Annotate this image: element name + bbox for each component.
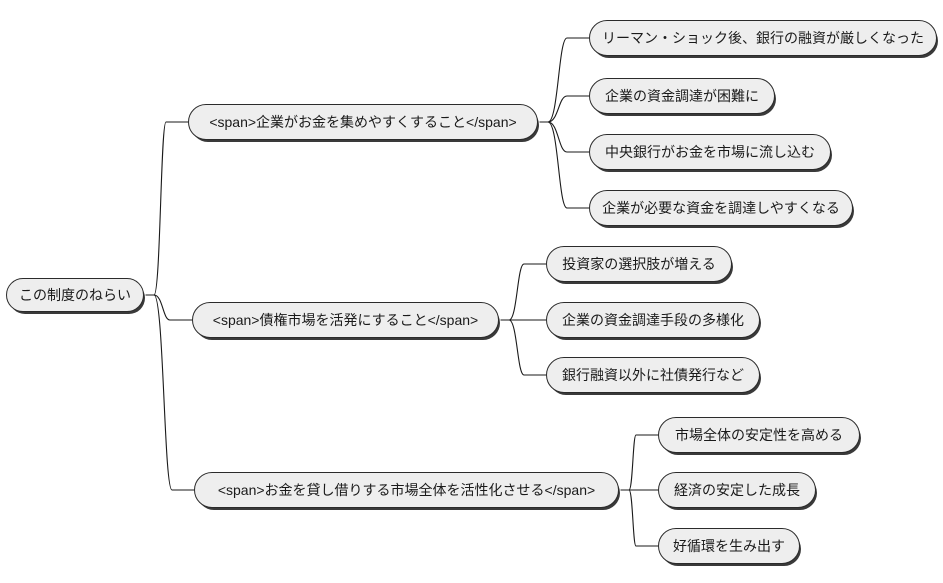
node-label: 中央銀行がお金を市場に流し込む [605,144,815,160]
node-label: リーマン・ショック後、銀行の融資が厳しくなった [602,30,924,46]
edge-branch-1-to-leaf-3 [539,121,590,153]
mindmap-leaf-node-1-1[interactable]: リーマン・ショック後、銀行の融資が厳しくなった [589,20,937,56]
node-label: 企業の資金調達手段の多様化 [562,312,744,328]
mindmap-branch-node-3[interactable]: <span>お金を貸し借りする市場全体を活性化させる</span> [194,472,619,508]
mindmap-leaf-node-2-2[interactable]: 企業の資金調達手段の多様化 [546,302,760,338]
mindmap-leaf-node-2-1[interactable]: 投資家の選択肢が増える [546,246,732,282]
mindmap-leaf-node-3-2[interactable]: 経済の安定した成長 [658,472,816,508]
edge-root-to-branch-2 [145,294,193,321]
edge-branch-3-to-leaf-1 [620,434,659,491]
node-label: 企業の資金調達が困難に [605,88,759,104]
edge-branch-1-to-leaf-1 [539,37,590,123]
node-label: 好循環を生み出す [673,538,785,554]
node-label: 市場全体の安定性を高める [675,427,843,443]
edge-branch-3-to-leaf-3 [620,489,659,547]
mindmap-branch-node-2[interactable]: <span>債権市場を活発にすること</span> [192,302,499,338]
node-label: 企業が必要な資金を調達しやすくなる [602,200,840,216]
mindmap-leaf-node-1-3[interactable]: 中央銀行がお金を市場に流し込む [589,134,831,170]
mindmap-leaf-node-3-3[interactable]: 好循環を生み出す [658,528,800,564]
node-label: <span>お金を貸し借りする市場全体を活性化させる</span> [217,482,596,498]
mindmap-root-node[interactable]: この制度のねらい [6,278,144,312]
mindmap-branch-node-1[interactable]: <span>企業がお金を集めやすくすること</span> [188,104,538,140]
node-label: 経済の安定した成長 [674,482,800,498]
node-label: <span>企業がお金を集めやすくすること</span> [209,114,517,130]
edge-root-to-branch-3 [145,294,195,491]
edge-root-to-branch-1 [145,121,189,296]
edge-branch-1-to-leaf-4 [539,121,590,209]
node-label: この制度のねらい [19,287,131,303]
mindmap-leaf-node-1-4[interactable]: 企業が必要な資金を調達しやすくなる [589,190,853,226]
node-label: 投資家の選択肢が増える [562,256,716,272]
edge-branch-2-to-leaf-1 [500,263,547,321]
mindmap-leaf-node-3-1[interactable]: 市場全体の安定性を高める [658,417,860,453]
edge-branch-2-to-leaf-3 [500,319,547,376]
edge-branch-1-to-leaf-2 [539,95,590,123]
mindmap-leaf-node-1-2[interactable]: 企業の資金調達が困難に [589,78,775,114]
node-label: <span>債権市場を活発にすること</span> [212,312,479,328]
mindmap-leaf-node-2-3[interactable]: 銀行融資以外に社債発行など [546,357,760,393]
node-label: 銀行融資以外に社債発行など [562,367,744,383]
